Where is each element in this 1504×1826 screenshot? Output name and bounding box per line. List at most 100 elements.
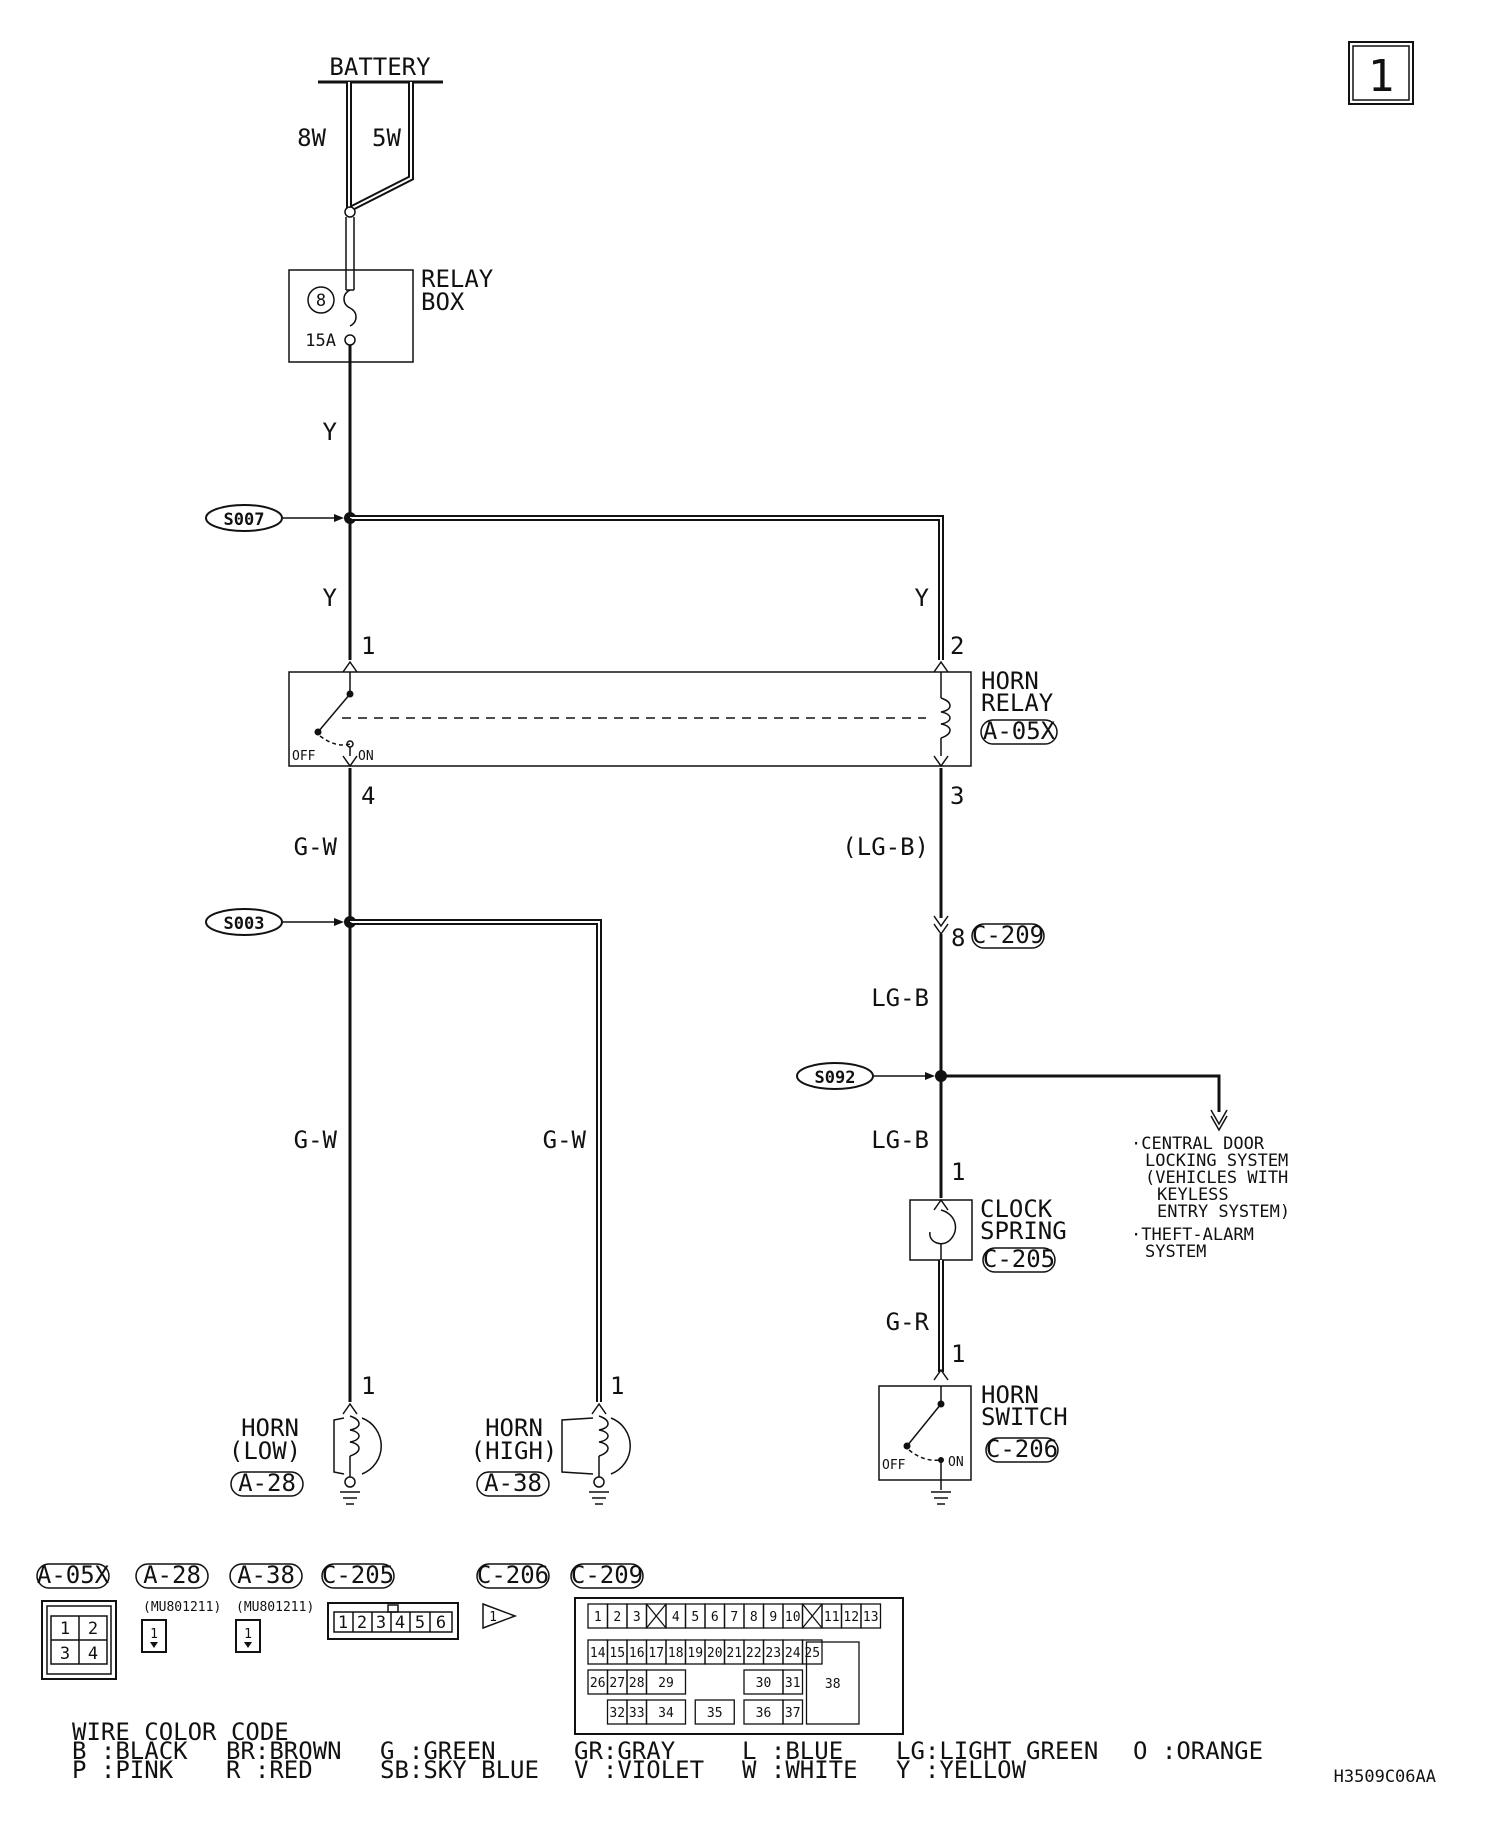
wire-color-gr: GR:GRAY: [574, 1737, 676, 1765]
clock-spring-pin: 1: [951, 1158, 965, 1186]
splice-s007: S007: [205, 504, 356, 532]
horn-switch-on: ON: [948, 1455, 964, 1470]
wire-color-v: V :VIOLET: [574, 1756, 704, 1784]
c209-pin-26: 26: [590, 1676, 606, 1691]
c209-pin-36: 36: [756, 1706, 772, 1721]
horn-low: 1 HORN (LOW) A-28: [229, 1372, 382, 1505]
c209-pin-9: 9: [769, 1610, 777, 1625]
c209-pin-38: 38: [825, 1677, 841, 1692]
c209-pin-37: 37: [785, 1706, 801, 1721]
wire-label-lgb-3: LG-B: [871, 1126, 929, 1154]
note-line6: ·THEFT-ALARM: [1131, 1225, 1254, 1245]
legend-c205-pin1: 1: [338, 1613, 348, 1633]
horn-high-label-line2: (HIGH): [471, 1437, 558, 1465]
horn-relay-off: OFF: [292, 749, 316, 764]
wire-to-other-systems: [941, 1074, 1221, 1112]
c209-pin-5: 5: [691, 1610, 699, 1625]
horn-high-label-line1: HORN: [485, 1414, 543, 1442]
c209-pin-connector: C-209: [972, 921, 1044, 949]
wire-color-y: Y :YELLOW: [896, 1756, 1027, 1784]
legend-a05x-name: A-05X: [37, 1561, 110, 1589]
wire-color-br: BR:BROWN: [226, 1737, 342, 1765]
wire-y-branch: [350, 515, 944, 660]
legend-c205-pin2: 2: [357, 1613, 367, 1633]
c209-pin-15: 15: [609, 1646, 625, 1661]
c209-pin-25: 25: [804, 1646, 820, 1661]
diagram-code: H3509C06AA: [1334, 1767, 1436, 1787]
horn-switch-pin: 1: [951, 1340, 965, 1368]
c209-pin-19: 19: [687, 1646, 703, 1661]
other-systems-note: ·CENTRAL DOOR LOCKING SYSTEM (VEHICLES W…: [1131, 1134, 1290, 1262]
horn-relay-pin3: 3: [950, 782, 964, 810]
horn-switch: 1 OFF ON HORN SWITCH C-206: [878, 1340, 1068, 1505]
horn-relay-pin2: 2: [950, 632, 964, 660]
wire-label-gw-3: G-W: [543, 1126, 587, 1154]
wire-color-code: WIRE COLOR CODE B :BLACK BR:BROWN G :GRE…: [72, 1718, 1263, 1784]
splice-s092: S092: [796, 1062, 947, 1090]
legend-a05x-pin4: 4: [88, 1644, 98, 1664]
clock-spring-label-line2: SPRING: [980, 1217, 1067, 1245]
c209-pin-35: 35: [707, 1706, 723, 1721]
wire-color-b: B :BLACK: [72, 1737, 188, 1765]
c209-pin-31: 31: [785, 1676, 801, 1691]
battery-wire-5w: 5W: [372, 124, 401, 152]
c209-pin-24: 24: [785, 1646, 801, 1661]
legend-c205-pin4: 4: [395, 1613, 405, 1633]
c209-pin-29: 29: [658, 1676, 674, 1691]
horn-relay-label-line1: HORN: [981, 667, 1039, 695]
wire-label-y-2: Y: [323, 584, 338, 612]
relay-box-label-line1: RELAY: [421, 265, 494, 293]
legend-a05x-pin3: 3: [60, 1644, 70, 1664]
note-line2: LOCKING SYSTEM: [1145, 1151, 1288, 1171]
wire-gw-to-horn-high: [350, 919, 602, 1402]
horn-relay: 1 2 4 3 OFF ON HORN RELAY A-05X: [288, 632, 1058, 810]
clock-spring-connector: C-205: [983, 1245, 1055, 1273]
battery: BATTERY 8W 5W: [297, 53, 443, 152]
horn-low-label-line1: HORN: [241, 1414, 299, 1442]
note-line4: KEYLESS: [1157, 1185, 1229, 1205]
c209-pin-28: 28: [629, 1676, 645, 1691]
wire-color-o: O :ORANGE: [1133, 1737, 1263, 1765]
c209-pin-6: 6: [711, 1610, 719, 1625]
splice-s007-label: S007: [224, 510, 265, 530]
legend-a28-name: A-28: [143, 1561, 201, 1589]
splice-s003: S003: [205, 908, 356, 936]
fuse-number: 8: [316, 291, 326, 311]
c209-pin-13: 13: [863, 1610, 879, 1625]
c209-pin-number: 8: [951, 924, 965, 952]
legend-a05x-pin2: 2: [88, 1619, 98, 1639]
wire-color-l: L :BLUE: [742, 1737, 843, 1765]
legend-a05x-pin1: 1: [60, 1619, 70, 1639]
c209-pin-4: 4: [672, 1610, 680, 1625]
c209-pin-7: 7: [730, 1610, 738, 1625]
legend-c205-name: C-205: [322, 1561, 394, 1589]
legend-a38-name: A-38: [237, 1561, 295, 1589]
battery-wire-8w: 8W: [297, 124, 326, 152]
horn-low-label-line2: (LOW): [229, 1437, 301, 1465]
battery-label: BATTERY: [329, 53, 431, 81]
c209-pin-27: 27: [609, 1676, 625, 1691]
wire-label-gw-1: G-W: [294, 833, 338, 861]
c209-pin: 8 C-209: [933, 915, 1045, 952]
horn-relay-pin1: 1: [361, 632, 375, 660]
c209-pin-34: 34: [658, 1706, 674, 1721]
wire-label-lgb-2: LG-B: [871, 984, 929, 1012]
wire-color-w: W :WHITE: [742, 1756, 858, 1784]
c209-pin-1: 1: [594, 1610, 602, 1625]
page-number-box: 1: [1348, 41, 1414, 105]
horn-low-connector: A-28: [238, 1469, 296, 1497]
c209-pin-23: 23: [765, 1646, 781, 1661]
c209-pin-22: 22: [746, 1646, 762, 1661]
c209-pin-10: 10: [785, 1610, 801, 1625]
note-line1: ·CENTRAL DOOR: [1131, 1134, 1265, 1154]
wire-label-y-3: Y: [915, 584, 930, 612]
wire-label-y-1: Y: [323, 418, 338, 446]
relay-box-label-line2: BOX: [421, 288, 465, 316]
horn-relay-connector: A-05X: [983, 717, 1056, 745]
wire-color-sb: SB:SKY BLUE: [380, 1756, 539, 1784]
connector-legend: A-05X 1 2 3 4 A-28 (MU801211) 1 A-38 (MU…: [36, 1561, 904, 1735]
note-line5: ENTRY SYSTEM): [1157, 1202, 1290, 1222]
note-line7: SYSTEM: [1145, 1242, 1206, 1262]
